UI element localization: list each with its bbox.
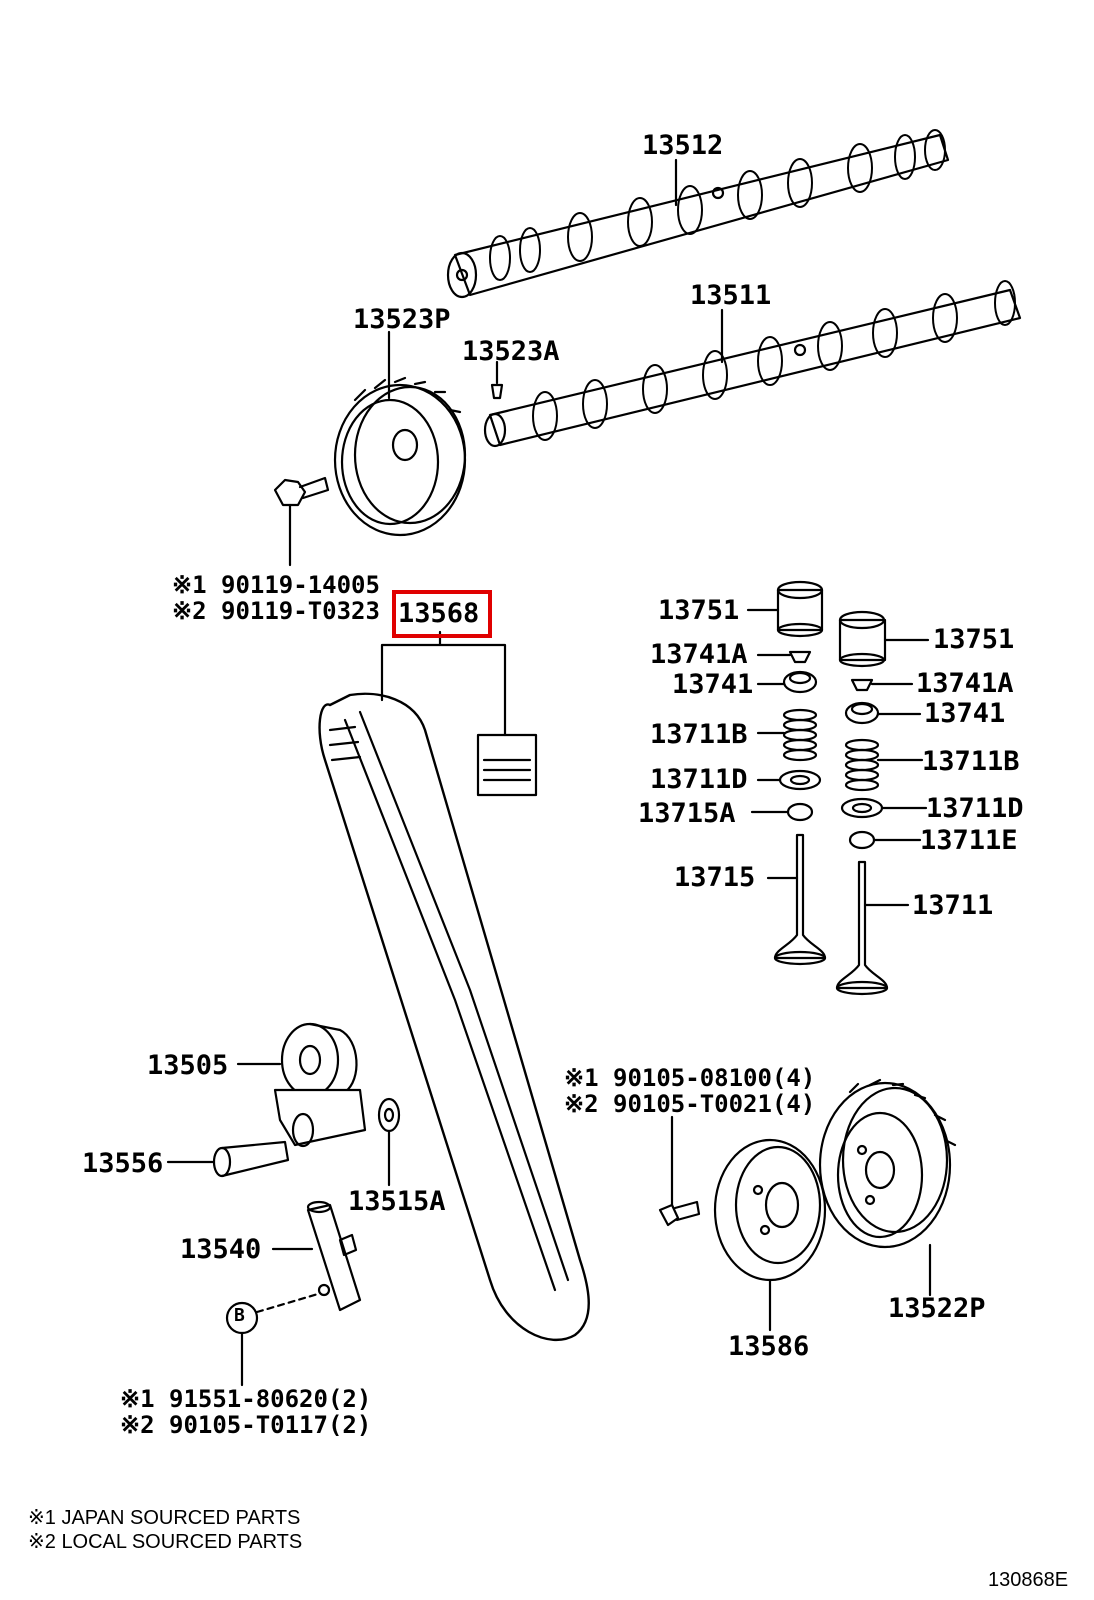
label-13512[interactable]: 13512 xyxy=(642,130,724,161)
label-13715[interactable]: 13715 xyxy=(674,862,756,893)
label-13523P[interactable]: 13523P xyxy=(353,304,451,335)
label-13751-right[interactable]: 13751 xyxy=(933,624,1015,655)
keeper-13741A-left[interactable] xyxy=(788,650,812,664)
label-13586[interactable]: 13586 xyxy=(728,1331,810,1362)
spring-13711B-left[interactable] xyxy=(782,708,818,762)
label-13540[interactable]: 13540 xyxy=(180,1234,262,1265)
label-13515A[interactable]: 13515A xyxy=(348,1186,446,1217)
pivot-bolt-13556[interactable] xyxy=(212,1140,290,1178)
label-13556[interactable]: 13556 xyxy=(82,1148,164,1179)
label-bolt-a1[interactable]: ※1 90119-14005 xyxy=(172,571,380,599)
label-13711B-left[interactable]: 13711B xyxy=(650,719,748,750)
label-13711D-left[interactable]: 13711D xyxy=(650,764,748,795)
label-bolt-a2[interactable]: ※2 90119-T0323 xyxy=(172,597,380,625)
bolt-90119[interactable] xyxy=(273,476,330,507)
label-13568[interactable]: 13568 xyxy=(398,598,480,629)
circle-b-text: B xyxy=(234,1305,245,1326)
label-13711B-right[interactable]: 13711B xyxy=(922,746,1020,777)
washer-13515A[interactable] xyxy=(377,1097,401,1133)
knock-pin-13523A[interactable] xyxy=(490,383,504,400)
bolt-90105[interactable] xyxy=(658,1200,701,1227)
valve-lifter-13751-left[interactable] xyxy=(776,580,824,638)
timing-belt-13568[interactable] xyxy=(318,692,590,1341)
exhaust-valve-13715[interactable] xyxy=(773,833,827,966)
note-local-sourced: ※2 LOCAL SOURCED PARTS xyxy=(28,1531,303,1553)
label-bolt-c1[interactable]: ※1 91551-80620(2) xyxy=(120,1385,372,1413)
crankshaft-pulley-13586[interactable] xyxy=(713,1138,827,1282)
oil-seal-13711E[interactable] xyxy=(848,830,876,850)
camshaft-13512[interactable] xyxy=(446,129,950,299)
label-bolt-b2[interactable]: ※2 90105-T0021(4) xyxy=(564,1090,816,1118)
tensioner-13540[interactable] xyxy=(306,1200,362,1312)
spring-seat-13711D-left[interactable] xyxy=(778,769,822,791)
valve-lifter-13751-right[interactable] xyxy=(838,610,887,668)
spring-13711B-right[interactable] xyxy=(844,738,880,792)
label-13741A-left[interactable]: 13741A xyxy=(650,639,748,670)
label-bolt-c2[interactable]: ※2 90105-T0117(2) xyxy=(120,1411,372,1439)
label-13511[interactable]: 13511 xyxy=(690,280,772,311)
label-bolt-b1[interactable]: ※1 90105-08100(4) xyxy=(564,1064,816,1092)
label-13711[interactable]: 13711 xyxy=(912,890,994,921)
idler-pulley-13505[interactable] xyxy=(273,1022,367,1148)
label-13751-left[interactable]: 13751 xyxy=(658,595,740,626)
label-13505[interactable]: 13505 xyxy=(147,1050,229,1081)
camshaft-13511[interactable] xyxy=(483,280,1022,448)
oil-seal-13715A[interactable] xyxy=(786,802,814,822)
diagram-id: 130868E xyxy=(988,1569,1069,1591)
keeper-13741A-right[interactable] xyxy=(850,678,874,692)
label-13741-right[interactable]: 13741 xyxy=(924,698,1006,729)
label-13711E[interactable]: 13711E xyxy=(920,825,1018,856)
spring-seat-13711D-right[interactable] xyxy=(840,797,884,819)
label-13741-left[interactable]: 13741 xyxy=(672,669,754,700)
label-13523A[interactable]: 13523A xyxy=(462,336,560,367)
note-japan-sourced: ※1 JAPAN SOURCED PARTS xyxy=(28,1507,301,1529)
label-13711D-right[interactable]: 13711D xyxy=(926,793,1024,824)
highlight-box xyxy=(392,590,492,638)
camshaft-pulley-13523P[interactable] xyxy=(333,376,467,537)
crank-timing-pulley-13522P[interactable] xyxy=(818,1078,957,1249)
label-13715A[interactable]: 13715A xyxy=(638,798,736,829)
label-13741A-right[interactable]: 13741A xyxy=(916,668,1014,699)
label-13522P[interactable]: 13522P xyxy=(888,1293,986,1324)
belt-guide[interactable] xyxy=(476,733,538,797)
retainer-13741-right[interactable] xyxy=(844,701,880,725)
intake-valve-13711[interactable] xyxy=(835,860,889,996)
retainer-13741-left[interactable] xyxy=(782,670,818,694)
